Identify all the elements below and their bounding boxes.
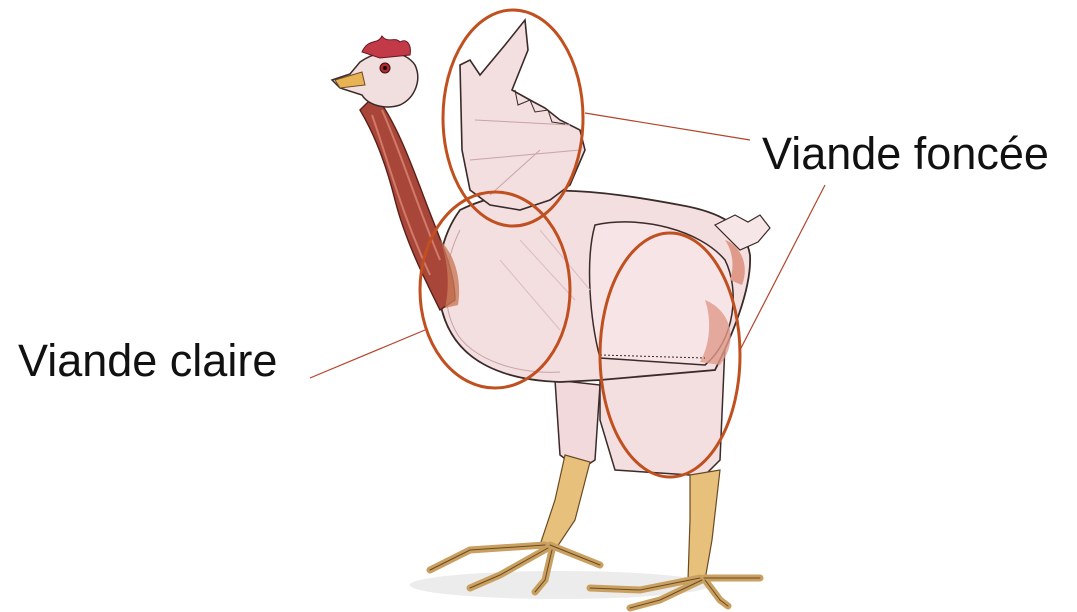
left-leg xyxy=(430,380,600,592)
light-meat-label: Viande claire xyxy=(18,338,277,383)
dark-meat-label: Viande foncée xyxy=(762,131,1049,176)
dark-meat-pointer-leg xyxy=(740,185,825,350)
dark-meat-pointer-wing xyxy=(585,113,750,140)
chicken-head xyxy=(332,36,418,107)
light-meat-pointer xyxy=(310,330,425,378)
right-leg xyxy=(590,340,760,608)
